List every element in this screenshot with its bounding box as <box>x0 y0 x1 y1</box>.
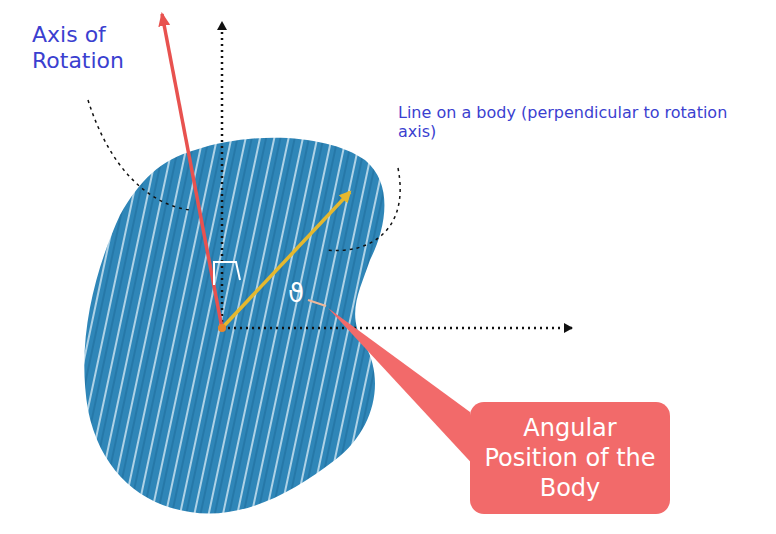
angle-symbol: ϑ <box>288 278 304 309</box>
right-angle-mark <box>214 262 240 285</box>
axis-label: Axis of Rotation <box>32 22 172 75</box>
leader-line <box>325 168 400 251</box>
callout-tip <box>308 300 326 306</box>
callout-pointer <box>328 308 478 470</box>
callout-box: Angular Position of the Body <box>470 402 670 514</box>
reference-horizontal <box>222 327 572 330</box>
reference-vertical <box>221 22 224 328</box>
body-line <box>222 192 350 328</box>
rigid-body <box>84 138 384 514</box>
callout-text: Angular Position of the Body <box>482 413 658 503</box>
leader-line <box>88 100 190 210</box>
line-label: Line on a body (perpendicular to rotatio… <box>398 103 743 141</box>
origin-dot <box>218 324 226 332</box>
